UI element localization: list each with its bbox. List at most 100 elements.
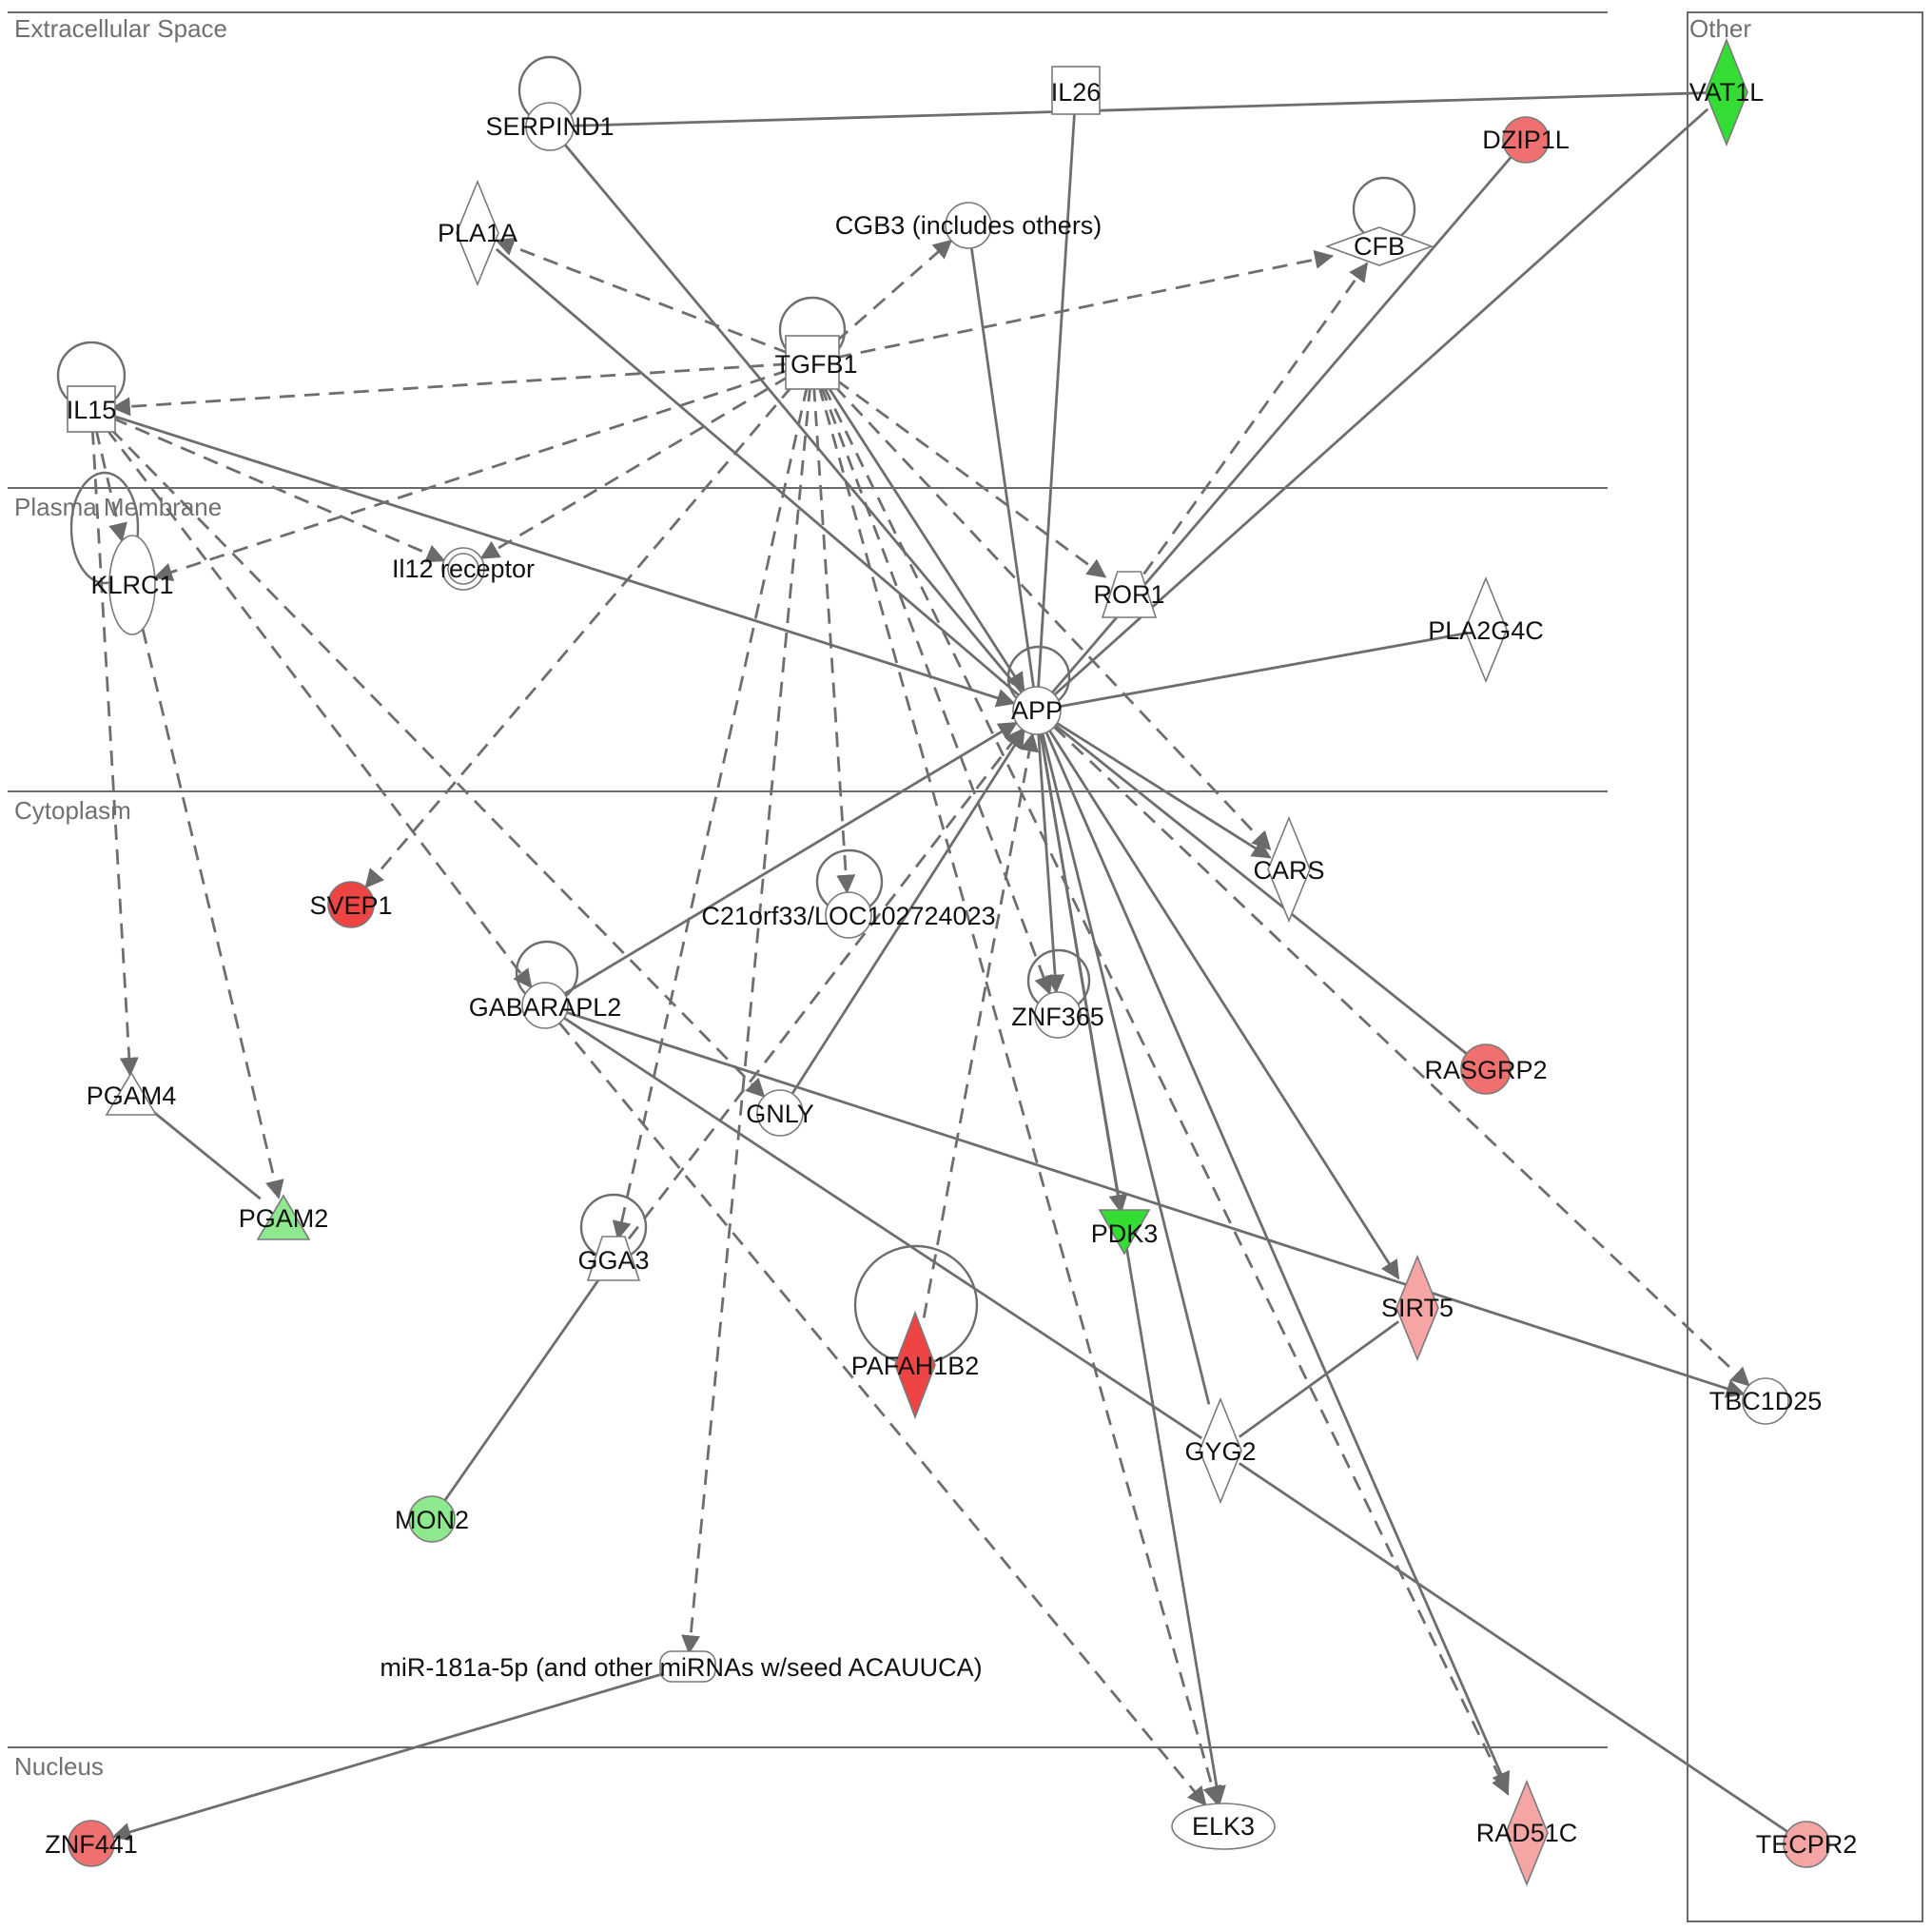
- edge-app-to-gyg2: [1041, 732, 1211, 1405]
- node-sirt5[interactable]: SIRT5: [1381, 1254, 1454, 1362]
- node-shape-ror1: [1101, 571, 1158, 618]
- edge-il15-to-gabarapl2: [106, 428, 533, 989]
- edge-il15-to-il12r: [111, 417, 446, 563]
- node-label-c21orf33: C21orf33/LOC102724023: [701, 902, 995, 930]
- node-vat1l[interactable]: VAT1L: [1689, 37, 1765, 147]
- node-shape-pgam4: [105, 1071, 158, 1116]
- node-shape-cgb3: [945, 202, 992, 249]
- node-shape-cfb: [1324, 226, 1434, 266]
- nodes: IL26 VAT1L SERPIND1 DZIP1L PLA1A CGB3 (includ…: [45, 37, 1858, 1887]
- node-gyg2[interactable]: GYG2: [1184, 1396, 1257, 1505]
- node-elk3[interactable]: ELK3: [1171, 1803, 1276, 1850]
- region-lines: [8, 11, 1923, 1922]
- edge-gnly-to-app: [790, 729, 1025, 1095]
- edge-tgfb1-to-il15: [110, 362, 789, 417]
- node-pdk3[interactable]: PDK3: [1091, 1209, 1159, 1256]
- node-il12r[interactable]: Il12 receptor: [392, 547, 535, 591]
- node-shape-svep1: [327, 881, 375, 928]
- node-shape-rasgrp2: [1460, 1043, 1512, 1095]
- node-shape-il26: [1051, 66, 1101, 115]
- node-label-pdk3: PDK3: [1091, 1219, 1159, 1248]
- node-label-sirt5: SIRT5: [1381, 1294, 1454, 1322]
- node-rad51c[interactable]: RAD51C: [1476, 1779, 1578, 1887]
- node-label-elk3: ELK3: [1192, 1812, 1255, 1841]
- edge-tgfb1-to-app: [827, 385, 1025, 692]
- region-label-nucleus: Nucleus: [14, 1752, 104, 1781]
- other-region-box: [1687, 11, 1923, 1922]
- edges: [90, 91, 1788, 1842]
- edge-gabarapl2-to-app: [563, 721, 1018, 995]
- node-znf441[interactable]: ZNF441: [45, 1820, 138, 1867]
- node-tecpr2[interactable]: TECPR2: [1756, 1821, 1858, 1868]
- node-shape-pdk3: [1098, 1209, 1151, 1256]
- node-shape-app: [1012, 686, 1062, 735]
- node-label-mon2: MON2: [395, 1506, 469, 1534]
- node-shape-cars: [1267, 815, 1311, 924]
- node-shape-mon2: [408, 1495, 456, 1543]
- node-cars[interactable]: CARS: [1253, 815, 1325, 924]
- edge-tgfb1-to-cars: [833, 385, 1272, 851]
- node-c21orf33[interactable]: C21orf33/LOC102724023: [701, 891, 996, 939]
- edge-app-to-cars: [1056, 722, 1272, 859]
- node-shape-serpind1: [525, 102, 575, 151]
- node-shape-tecpr2: [1783, 1821, 1830, 1868]
- node-znf365[interactable]: ZNF365: [1011, 991, 1104, 1039]
- node-pla1a[interactable]: PLA1A: [438, 179, 517, 287]
- node-mir181a[interactable]: miR-181a-5p (and other miRNAs w/seed ACA…: [380, 1650, 983, 1683]
- edge-gabarapl2-to-tbc1d25: [566, 1011, 1746, 1398]
- node-serpind1[interactable]: SERPIND1: [485, 102, 615, 151]
- edge-tgfb1-to-klrc1: [153, 368, 790, 582]
- node-mon2[interactable]: MON2: [395, 1495, 469, 1543]
- node-label-svep1: SVEP1: [309, 891, 392, 920]
- node-rasgrp2[interactable]: RASGRP2: [1424, 1043, 1548, 1095]
- node-shape-sirt5: [1395, 1254, 1439, 1362]
- edge-vat1l-to-app: [1053, 107, 1709, 696]
- node-label-pla1a: PLA1A: [438, 219, 517, 247]
- node-svep1[interactable]: SVEP1: [309, 881, 393, 928]
- node-label-cars: CARS: [1253, 856, 1324, 885]
- edge-tgfb1-to-il12r: [479, 375, 790, 560]
- edge-tgfb1-to-rad51c: [822, 385, 1510, 1796]
- edge-gyg2-to-tecpr2: [1239, 1462, 1788, 1833]
- edge-app-to-znf365: [1037, 733, 1065, 994]
- node-label-dzip1l: DZIP1L: [1482, 126, 1570, 154]
- node-dzip1l[interactable]: DZIP1L: [1482, 116, 1570, 164]
- node-label-app: APP: [1011, 696, 1063, 725]
- node-label-il26: IL26: [1051, 78, 1102, 107]
- region-label-extracellular: Extracellular Space: [14, 14, 227, 43]
- node-tbc1d25[interactable]: TBC1D25: [1709, 1377, 1823, 1425]
- edge-app-to-tbc1d25: [1053, 726, 1750, 1387]
- node-shape-klrc1: [108, 535, 156, 635]
- node-label-klrc1: KLRC1: [90, 571, 173, 599]
- node-shape-gga3: [586, 1236, 641, 1281]
- edge-gabarapl2-to-elk3: [558, 1022, 1207, 1806]
- node-tgfb1[interactable]: TGFB1: [774, 335, 858, 390]
- node-pgam4[interactable]: PGAM4: [87, 1071, 177, 1116]
- node-shape-dzip1l: [1502, 116, 1550, 164]
- node-pafah1b2[interactable]: PAFAH1B2: [851, 1310, 980, 1420]
- edge-app-to-sirt5: [1048, 730, 1400, 1280]
- node-gabarapl2[interactable]: GABARAPL2: [469, 982, 622, 1029]
- node-cgb3[interactable]: CGB3 (includes others): [835, 202, 1103, 249]
- node-label-serpind1: SERPIND1: [485, 112, 614, 141]
- node-label-znf365: ZNF365: [1011, 1003, 1104, 1031]
- node-ror1[interactable]: ROR1: [1093, 571, 1165, 618]
- node-label-pgam4: PGAM4: [87, 1082, 177, 1110]
- node-label-pla2g4c: PLA2G4C: [1428, 616, 1544, 645]
- node-shape-vat1l: [1705, 37, 1748, 147]
- node-il15[interactable]: IL15: [67, 385, 117, 433]
- node-pgam2[interactable]: PGAM2: [239, 1194, 329, 1240]
- node-label-tgfb1: TGFB1: [774, 350, 857, 379]
- edge-tgfb1-to-mir181a: [681, 386, 811, 1655]
- edge-ror1-to-cfb: [1142, 262, 1369, 575]
- node-pla2g4c[interactable]: PLA2G4C: [1428, 575, 1544, 684]
- node-gnly[interactable]: GNLY: [746, 1089, 814, 1137]
- node-gga3[interactable]: GGA3: [577, 1236, 650, 1281]
- node-klrc1[interactable]: KLRC1: [90, 535, 174, 635]
- node-app[interactable]: APP: [1011, 686, 1063, 735]
- node-label-pgam2: PGAM2: [239, 1204, 329, 1233]
- node-il26[interactable]: IL26: [1051, 66, 1102, 115]
- node-cfb[interactable]: CFB: [1324, 226, 1434, 266]
- region-label-other: Other: [1689, 14, 1751, 43]
- node-shape-znf441: [68, 1820, 115, 1867]
